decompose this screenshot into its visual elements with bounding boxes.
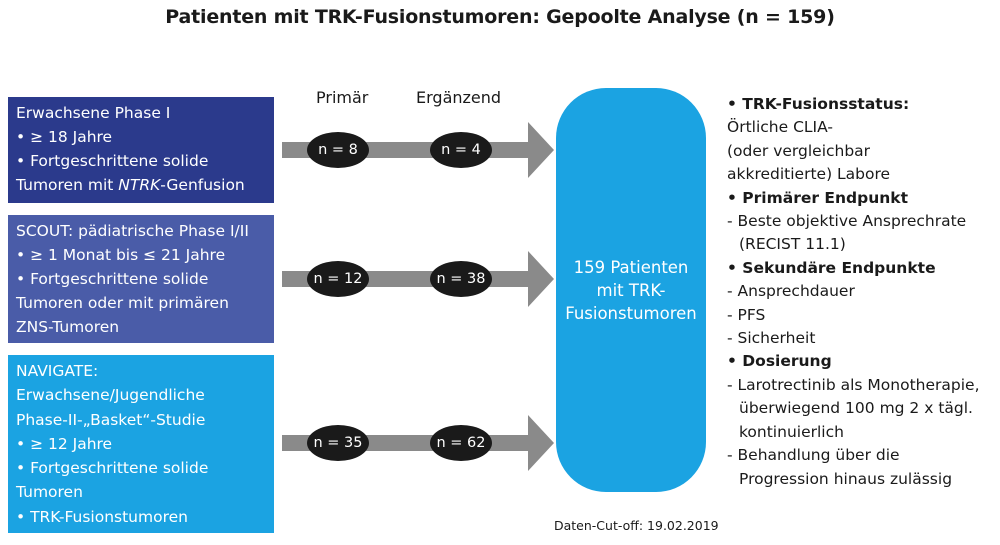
arrow-right-icon: [282, 122, 554, 178]
study-line: Tumoren: [16, 483, 83, 502]
count-oval-supplementary: n = 4: [430, 132, 492, 168]
study-line: • Fortgeschrittene solide: [16, 270, 209, 288]
column-header-primary: Primär: [316, 88, 369, 107]
study-line: ZNS-Tumoren: [16, 318, 120, 336]
count-oval-supplementary: n = 62: [430, 425, 492, 461]
count-oval-primary: n = 12: [307, 261, 369, 297]
ntrk-italic: NTRK: [118, 176, 161, 194]
arrow-right-icon: [282, 251, 554, 307]
study-line: • Fortgeschrittene solide: [16, 459, 209, 478]
study-line: Tumoren oder mit primären: [16, 294, 229, 312]
dosing-heading: • Dosierung: [727, 352, 832, 371]
study-box-scout: SCOUT: pädiatrische Phase I/II • ≥ 1 Mon…: [8, 215, 274, 343]
pool-line: Fusionstumoren: [565, 303, 697, 323]
secondary-endpoints-heading: • Sekundäre Endpunkte: [727, 258, 936, 277]
detail-line: kontinuierlich: [739, 422, 844, 441]
study-line: • ≥ 12 Jahre: [16, 434, 113, 453]
detail-line: Progression hinaus zulässig: [739, 469, 953, 488]
study-line: • TRK-Fusionstumoren: [16, 507, 188, 526]
study-line: Tumoren mit NTRK-Genfusion: [16, 176, 245, 194]
arrow-right-icon: [282, 415, 554, 471]
trk-status-heading: • TRK-Fusionsstatus:: [727, 95, 910, 113]
pooled-patients-box: 159 Patienten mit TRK- Fusionstumoren: [556, 88, 706, 492]
study-line: Erwachsene Phase I: [16, 104, 171, 122]
column-header-supplementary: Ergänzend: [416, 88, 502, 107]
pool-line: mit TRK-: [596, 280, 666, 300]
detail-line: (oder vergleichbar: [727, 141, 871, 160]
study-line: SCOUT: pädiatrische Phase I/II: [16, 222, 249, 240]
count-oval-primary: n = 8: [307, 132, 369, 168]
detail-line: - Larotrectinib als Monotherapie,: [727, 375, 980, 394]
study-box-navigate: NAVIGATE: Erwachsene/Jugendliche Phase-I…: [8, 355, 274, 533]
detail-line: akkreditierte) Labore: [727, 165, 891, 184]
page-title: Patienten mit TRK-Fusionstumoren: Gepool…: [165, 6, 835, 28]
count-oval-supplementary: n = 38: [430, 261, 492, 297]
data-cutoff-note: Daten-Cut-off: 19.02.2019: [554, 518, 719, 533]
study-line: • ≥ 1 Monat bis ≤ 21 Jahre: [16, 246, 226, 264]
pool-line: 159 Patienten: [573, 257, 689, 277]
count-oval-primary: n = 35: [307, 425, 369, 461]
study-box-adult-phase-1: Erwachsene Phase I • ≥ 18 Jahre • Fortge…: [8, 97, 274, 203]
study-line: Phase-II-„Basket“-Studie: [16, 410, 206, 429]
detail-line: - PFS: [727, 305, 766, 324]
detail-line: überwiegend 100 mg 2 x tägl.: [739, 399, 973, 418]
study-line: Erwachsene/Jugendliche: [16, 386, 205, 405]
detail-line: - Beste objektive Ansprechrate: [727, 212, 967, 231]
detail-line: (RECIST 11.1): [739, 235, 846, 254]
study-line: • Fortgeschrittene solide: [16, 152, 209, 170]
detail-line: - Ansprechdauer: [727, 282, 855, 301]
study-line: • ≥ 18 Jahre: [16, 128, 113, 146]
detail-line: - Behandlung über die: [727, 446, 900, 465]
detail-line: Örtliche CLIA-: [727, 118, 833, 137]
study-line: NAVIGATE:: [16, 362, 99, 380]
study-details-list: • TRK-Fusionsstatus: Örtliche CLIA- (ode…: [727, 93, 997, 491]
detail-line: - Sicherheit: [727, 329, 816, 348]
primary-endpoint-heading: • Primärer Endpunkt: [727, 188, 909, 207]
